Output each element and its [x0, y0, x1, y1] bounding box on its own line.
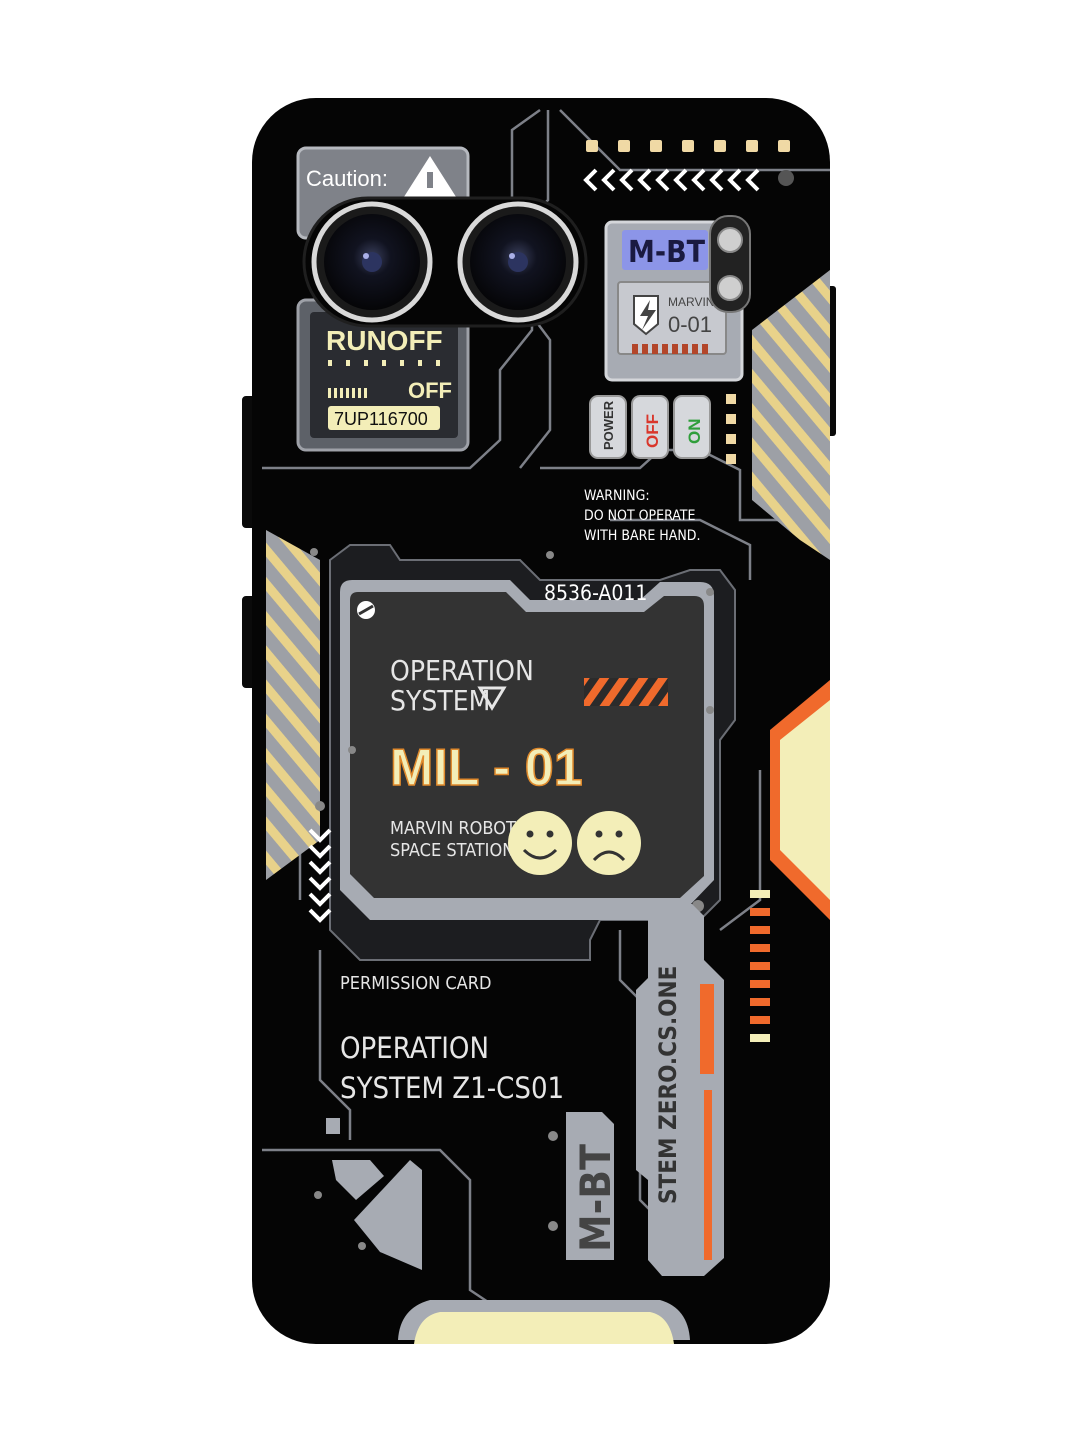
panel-serial: 8536-A011	[544, 581, 647, 605]
mbt-model-label: MARVIN	[668, 295, 714, 309]
permission-line-1: OPERATION	[340, 1031, 489, 1065]
power-on-label: ON	[685, 419, 704, 445]
panel-station-line-2: SPACE STATION	[390, 840, 514, 861]
mbt-badge-title: M-BT	[628, 235, 706, 270]
mbt-model-code: 0-01	[668, 312, 712, 337]
orange-stripe-badge	[584, 678, 668, 706]
os-logo-icon	[477, 686, 507, 711]
camera-module	[302, 196, 588, 328]
flash-light-2	[717, 275, 743, 301]
close-icon-top	[778, 170, 794, 186]
sad-face-icon	[577, 811, 641, 875]
smiley-face-icon	[508, 811, 572, 875]
level-bars-right	[750, 890, 770, 1042]
stripe-panel-left	[266, 530, 320, 880]
stem-label: STEM ZERO.CS.ONE	[654, 966, 682, 1204]
power-switches: POWER OFF ON	[589, 395, 711, 459]
mbt-side-tag	[566, 1112, 614, 1260]
runoff-level-meter	[328, 388, 367, 398]
panel-os-line-1: OPERATION	[390, 654, 534, 687]
gray-shape-left	[332, 1160, 384, 1200]
chevron-strip-left	[308, 828, 332, 923]
runoff-readout: 7UP116700	[334, 409, 428, 429]
power-label: POWER	[601, 400, 616, 450]
panel-station-line-1: MARVIN ROBOT	[390, 818, 516, 839]
gray-shape-diamond	[354, 1160, 422, 1270]
stripe-panel-right	[752, 270, 830, 560]
indicator-lights	[586, 140, 790, 152]
chevron-strip-top	[583, 168, 760, 192]
permission-line-2: SYSTEM Z1-CS01	[340, 1071, 564, 1105]
runoff-status: OFF	[408, 378, 452, 403]
power-indicator-dots	[726, 394, 736, 464]
runoff-title: RUNOFF	[326, 325, 443, 356]
mbt-side-label: M-BT	[571, 1144, 620, 1252]
flash-light-1	[717, 227, 743, 253]
caution-label: Caution:	[306, 166, 388, 191]
warning-line-1: WARNING:	[584, 488, 650, 504]
warning-line-2: DO NOT OPERATE	[584, 508, 695, 524]
warning-line-3: WITH BARE HAND.	[584, 528, 701, 544]
panel-model: MIL - 01	[390, 739, 583, 797]
panel-os-line-2: SYSTEM	[390, 684, 490, 717]
permission-card-label: PERMISSION CARD	[340, 973, 491, 994]
power-off-label: OFF	[643, 414, 662, 448]
mbt-bar-strip	[632, 344, 708, 354]
